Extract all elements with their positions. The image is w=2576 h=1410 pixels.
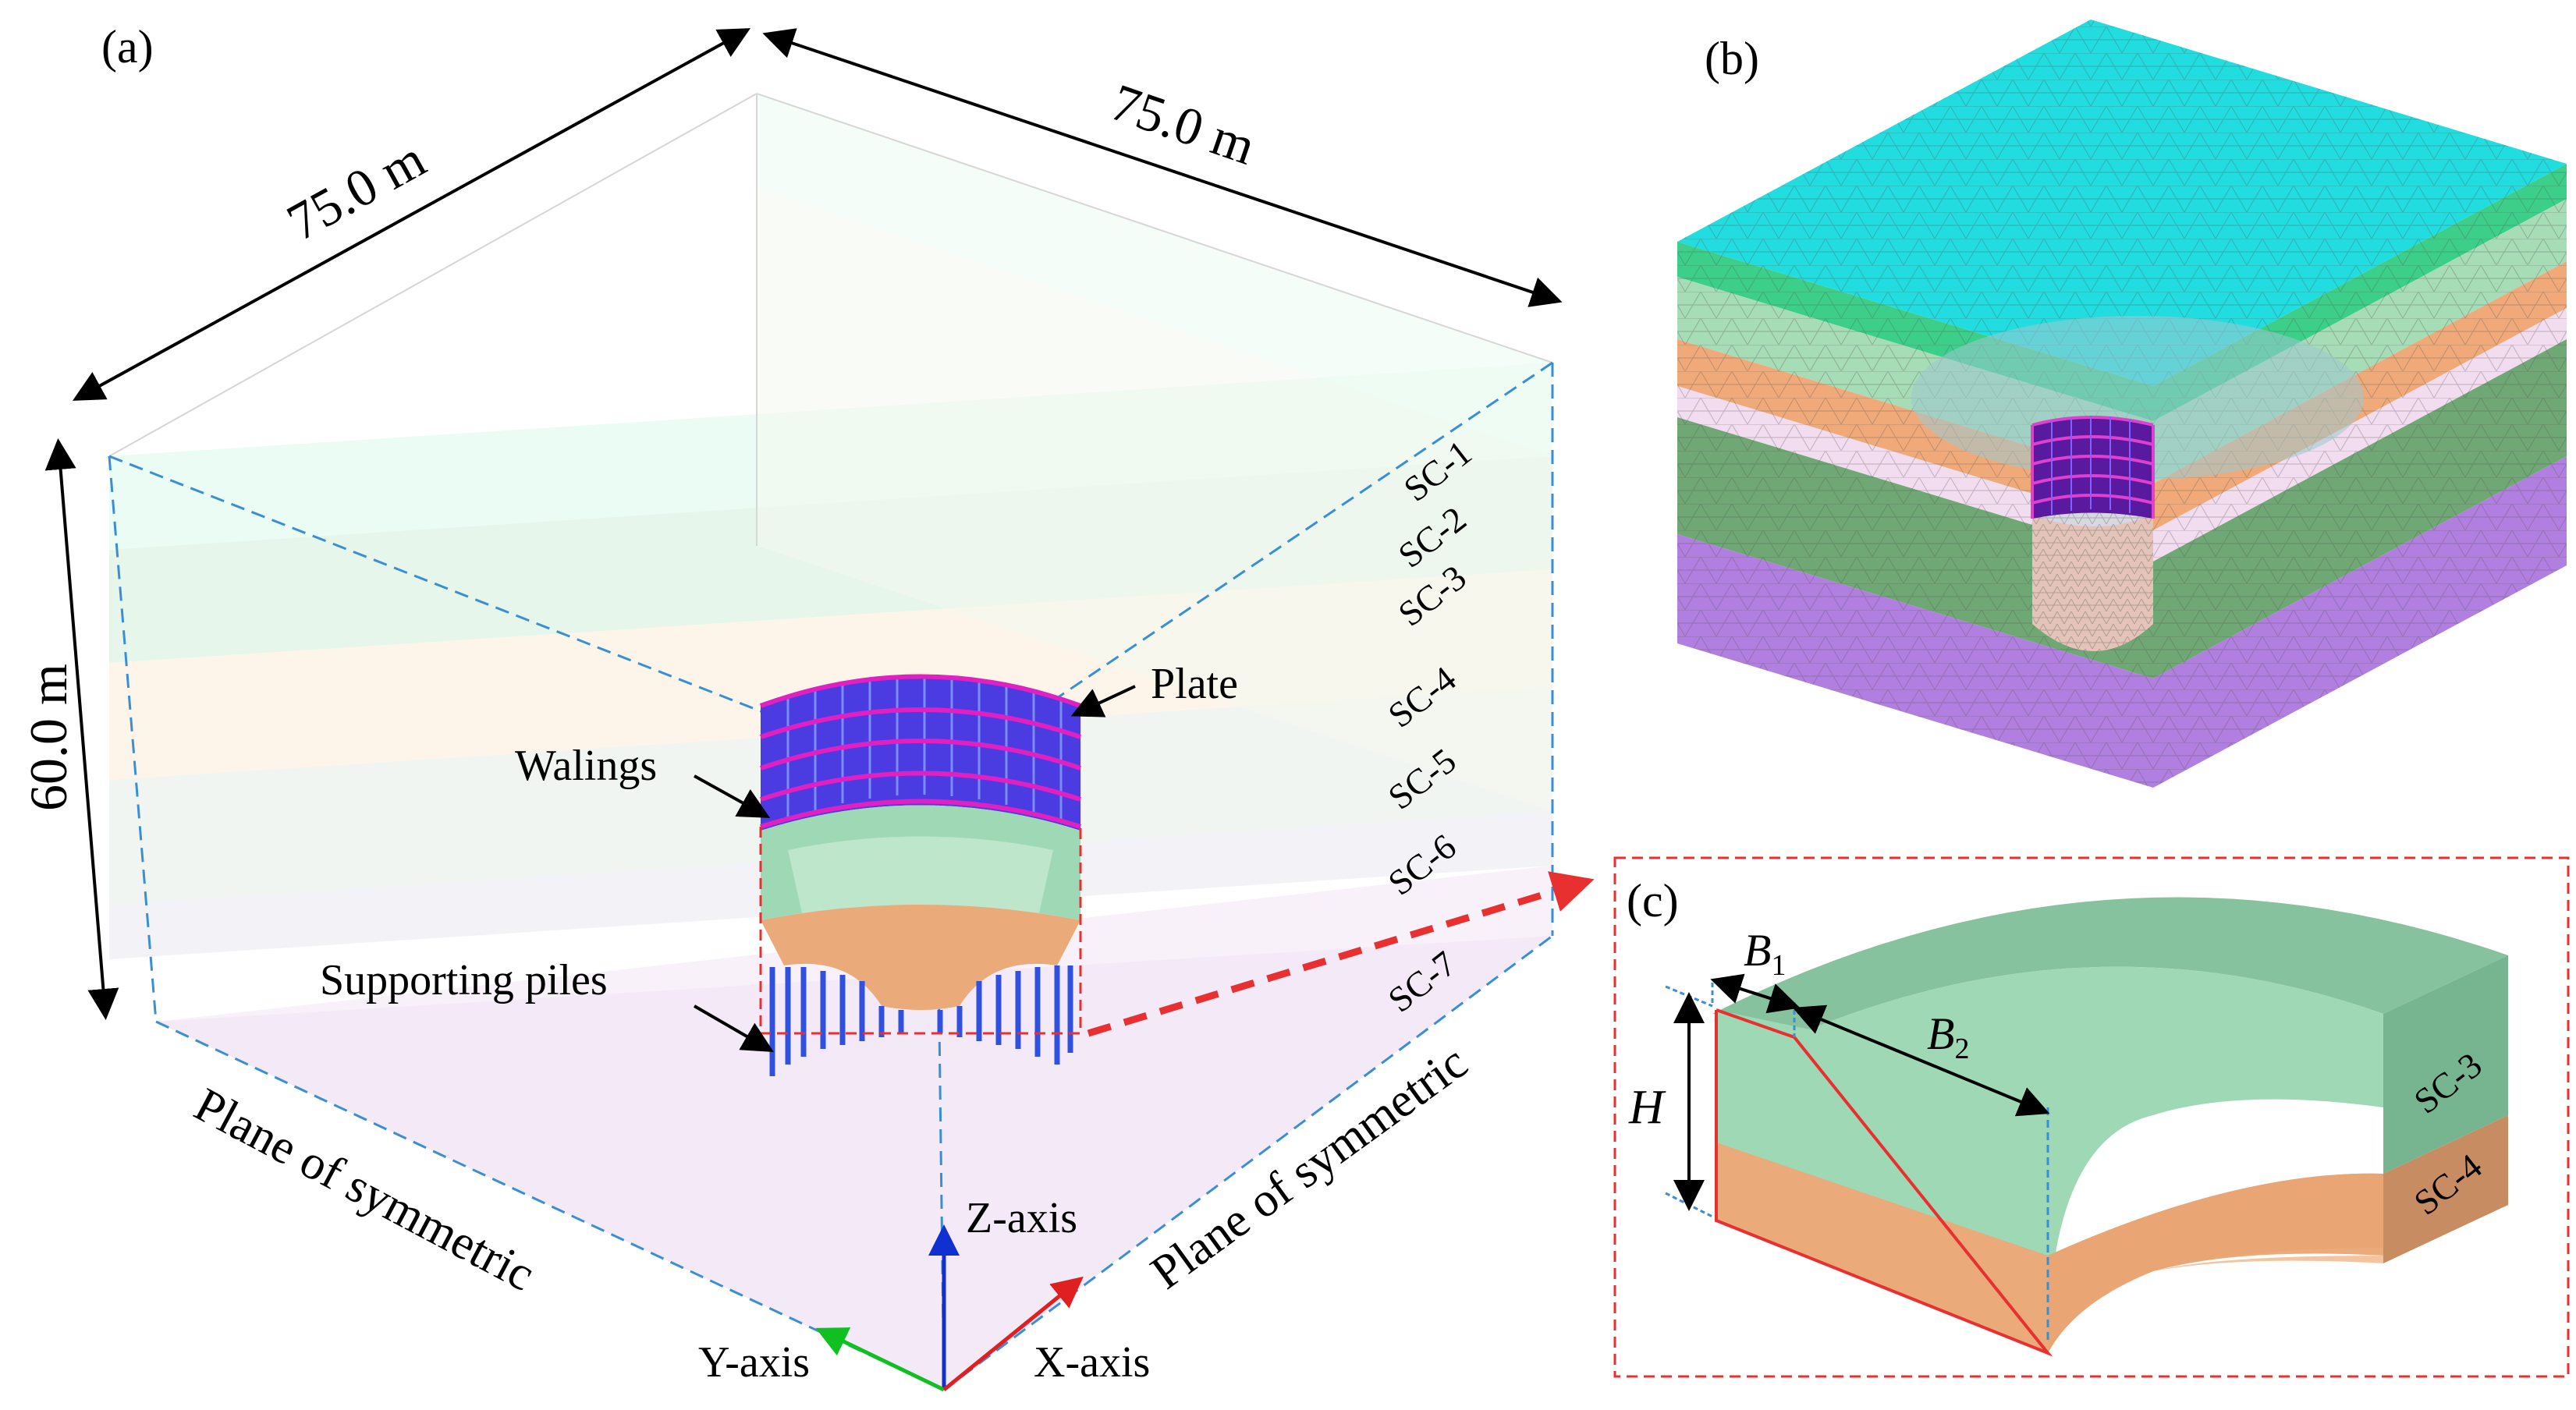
walings-label: Walings bbox=[515, 742, 657, 790]
supporting-piles-label: Supporting piles bbox=[320, 956, 608, 1004]
ring-outer-orange bbox=[2383, 1115, 2508, 1263]
soil-orange-cut bbox=[761, 905, 1080, 1010]
bottom-face-edge bbox=[156, 936, 1552, 1390]
label-h: H bbox=[1628, 1081, 1666, 1134]
mesh-wall-panels bbox=[2051, 416, 2131, 515]
excavation-wall bbox=[759, 674, 1082, 1076]
sym-diagonal-left bbox=[108, 455, 937, 781]
box-edge-top-left bbox=[108, 93, 758, 457]
ring-orange-inner bbox=[2048, 1173, 2383, 1353]
section-outline bbox=[1715, 1008, 2053, 1357]
dim-arrow-width-left bbox=[72, 28, 751, 401]
panel-label-a: (a) bbox=[101, 21, 154, 73]
dim-arrow-b1 bbox=[1710, 973, 1801, 1014]
dim-label-width-right: 75.0 m bbox=[1104, 72, 1262, 175]
x-axis-label: X-axis bbox=[1034, 1338, 1150, 1387]
piles-leader bbox=[693, 1004, 774, 1053]
y-axis-line bbox=[815, 1327, 946, 1392]
x-axis-line bbox=[942, 1276, 1084, 1391]
walings-leader bbox=[694, 774, 770, 818]
dim-label-width-left: 75.0 m bbox=[277, 129, 435, 252]
ring-outer-green bbox=[2383, 955, 2508, 1174]
detail-pointer-arrow bbox=[1087, 871, 1595, 1037]
highlight-region bbox=[759, 827, 1082, 1035]
label-b2: B2 bbox=[1927, 1008, 1969, 1065]
soil-green-inner bbox=[788, 836, 1053, 920]
panel-c-detail: (c) B1 B2 H SC-3 SC-4 bbox=[1613, 856, 2570, 1378]
z-axis-label: Z-axis bbox=[966, 1194, 1077, 1242]
mesh-wall bbox=[2032, 417, 2153, 519]
dim-arrow-width-right bbox=[762, 28, 1563, 307]
dim-arrow-depth bbox=[44, 438, 119, 1020]
panel-label-b: (b) bbox=[1705, 33, 1759, 84]
y-axis-label: Y-axis bbox=[698, 1338, 810, 1387]
label-b1: B1 bbox=[1744, 925, 1786, 982]
sym-edge-bottom-left bbox=[155, 1020, 945, 1391]
ring-orange-rim bbox=[2153, 1256, 2383, 1271]
dim-arrow-b2 bbox=[1792, 1004, 2050, 1117]
detail-frame bbox=[1613, 856, 2570, 1378]
ring-top-surface bbox=[1712, 897, 2508, 1029]
plate-leader bbox=[1070, 685, 1136, 717]
mesh-right-grid bbox=[2153, 164, 2567, 788]
panel-label-c: (c) bbox=[1627, 875, 1679, 926]
dim-label-depth: 60.0 m bbox=[19, 664, 78, 811]
sym-edge-bottom-right bbox=[943, 934, 1553, 1391]
panel-b-mesh-view: (b) bbox=[1677, 19, 2567, 788]
panel-a-model-view: (a) 75.0 m 75.0 m 60.0 m Plate Walings S… bbox=[19, 21, 1595, 1392]
side-face-mid bbox=[757, 187, 1552, 811]
walings bbox=[759, 674, 1082, 829]
mesh-refined-zone bbox=[1911, 316, 2364, 480]
plate-label: Plate bbox=[1151, 660, 1238, 708]
supporting-piles bbox=[769, 965, 1073, 1076]
mesh-top-grid bbox=[1677, 19, 2567, 386]
mesh-wall-walings bbox=[2031, 416, 2155, 519]
